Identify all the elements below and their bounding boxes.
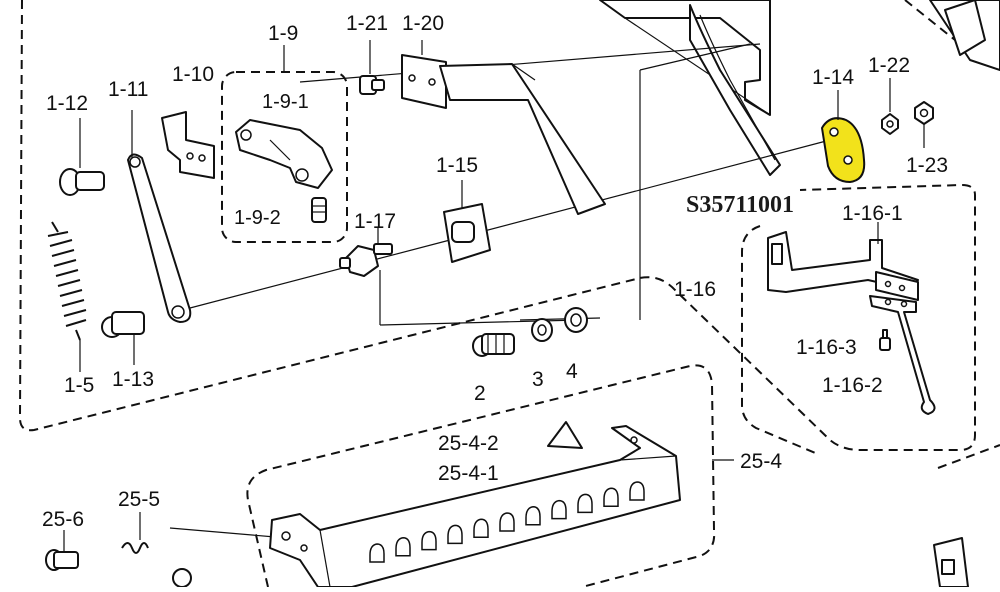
comb-slot xyxy=(473,518,489,538)
warning-triangle-icon xyxy=(547,421,583,449)
label-3: 3 xyxy=(532,368,544,391)
part-1-17-pivot xyxy=(339,228,393,277)
part-1-20-arm xyxy=(401,40,606,215)
part-washer-bottom xyxy=(172,568,192,588)
part-3-lockwasher xyxy=(531,318,553,342)
label-1-11: 1-11 xyxy=(108,78,148,101)
part-25-5-spring xyxy=(121,512,149,554)
callout-labels: 1-9 1-9-1 1-9-2 1-10 1-11 1-12 1-13 1-5 … xyxy=(42,12,948,531)
label-25-4: 25-4 xyxy=(740,450,782,473)
label-1-16-1: 1-16-1 xyxy=(842,202,903,225)
comb-slots xyxy=(369,481,645,563)
label-4: 4 xyxy=(566,360,578,383)
comb-slot xyxy=(577,493,593,514)
part-1-22-nut xyxy=(881,78,899,135)
label-1-14: 1-14 xyxy=(812,66,854,89)
part-1-9-1-crank xyxy=(235,119,333,189)
subgroup-1-16-boundary xyxy=(741,225,821,456)
label-25-4-2: 25-4-2 xyxy=(438,432,499,455)
part-1-14-plate xyxy=(821,90,866,183)
part-1-16-2-hook xyxy=(869,295,936,415)
leader-lines xyxy=(169,43,831,538)
label-1-9-1: 1-9-1 xyxy=(262,91,309,113)
part-1-21-screw xyxy=(359,40,385,95)
part-1-15-slide-block xyxy=(443,180,491,263)
label-1-12: 1-12 xyxy=(46,92,88,115)
frame-casting xyxy=(599,0,1000,176)
comb-slot xyxy=(525,506,541,526)
comb-slot xyxy=(395,537,411,557)
label-1-16: 1-16 xyxy=(674,278,716,301)
label-2: 2 xyxy=(474,382,486,405)
lower-group-boundary xyxy=(246,364,716,588)
part-1-10-bracket xyxy=(161,111,215,179)
part-2-screw xyxy=(472,333,515,357)
part-1-16-1-bracket xyxy=(767,222,919,301)
label-1-17: 1-17 xyxy=(354,210,396,233)
label-1-15: 1-15 xyxy=(436,154,478,177)
comb-slot xyxy=(551,499,567,520)
label-1-22: 1-22 xyxy=(868,54,910,77)
part-1-9-2-screw xyxy=(311,197,327,223)
comb-slot xyxy=(499,512,515,532)
label-1-16-2: 1-16-2 xyxy=(822,374,883,397)
comb-slot xyxy=(421,530,437,551)
part-1-12-stud xyxy=(59,118,105,196)
part-4-washer xyxy=(564,307,588,333)
part-number-label: S35711001 xyxy=(686,192,794,218)
comb-slot xyxy=(369,543,385,563)
label-1-23: 1-23 xyxy=(906,154,948,177)
label-1-10: 1-10 xyxy=(172,63,214,86)
label-25-5: 25-5 xyxy=(118,488,160,511)
comb-slot xyxy=(603,487,619,507)
label-1-16-3: 1-16-3 xyxy=(796,336,857,359)
label-25-4-1: 25-4-1 xyxy=(438,462,499,485)
label-25-6: 25-6 xyxy=(42,508,84,531)
part-1-23-nut xyxy=(914,101,934,148)
label-1-21: 1-21 xyxy=(346,12,388,35)
label-1-5: 1-5 xyxy=(64,374,94,397)
part-1-5-spring xyxy=(47,221,87,372)
label-1-13: 1-13 xyxy=(112,368,154,391)
part-1-16-3-screw xyxy=(879,329,891,351)
label-1-9-2: 1-9-2 xyxy=(234,207,281,229)
label-1-9: 1-9 xyxy=(268,22,298,45)
comb-slot xyxy=(447,524,463,545)
main-group-boundary xyxy=(18,0,976,451)
part-25-6-screw xyxy=(45,530,79,571)
comb-slot xyxy=(629,481,645,501)
part-1-13-shoulder-stud xyxy=(101,311,145,365)
bottom-right-bracket xyxy=(933,537,969,588)
part-1-11-link xyxy=(127,153,192,323)
label-1-20: 1-20 xyxy=(402,12,444,35)
